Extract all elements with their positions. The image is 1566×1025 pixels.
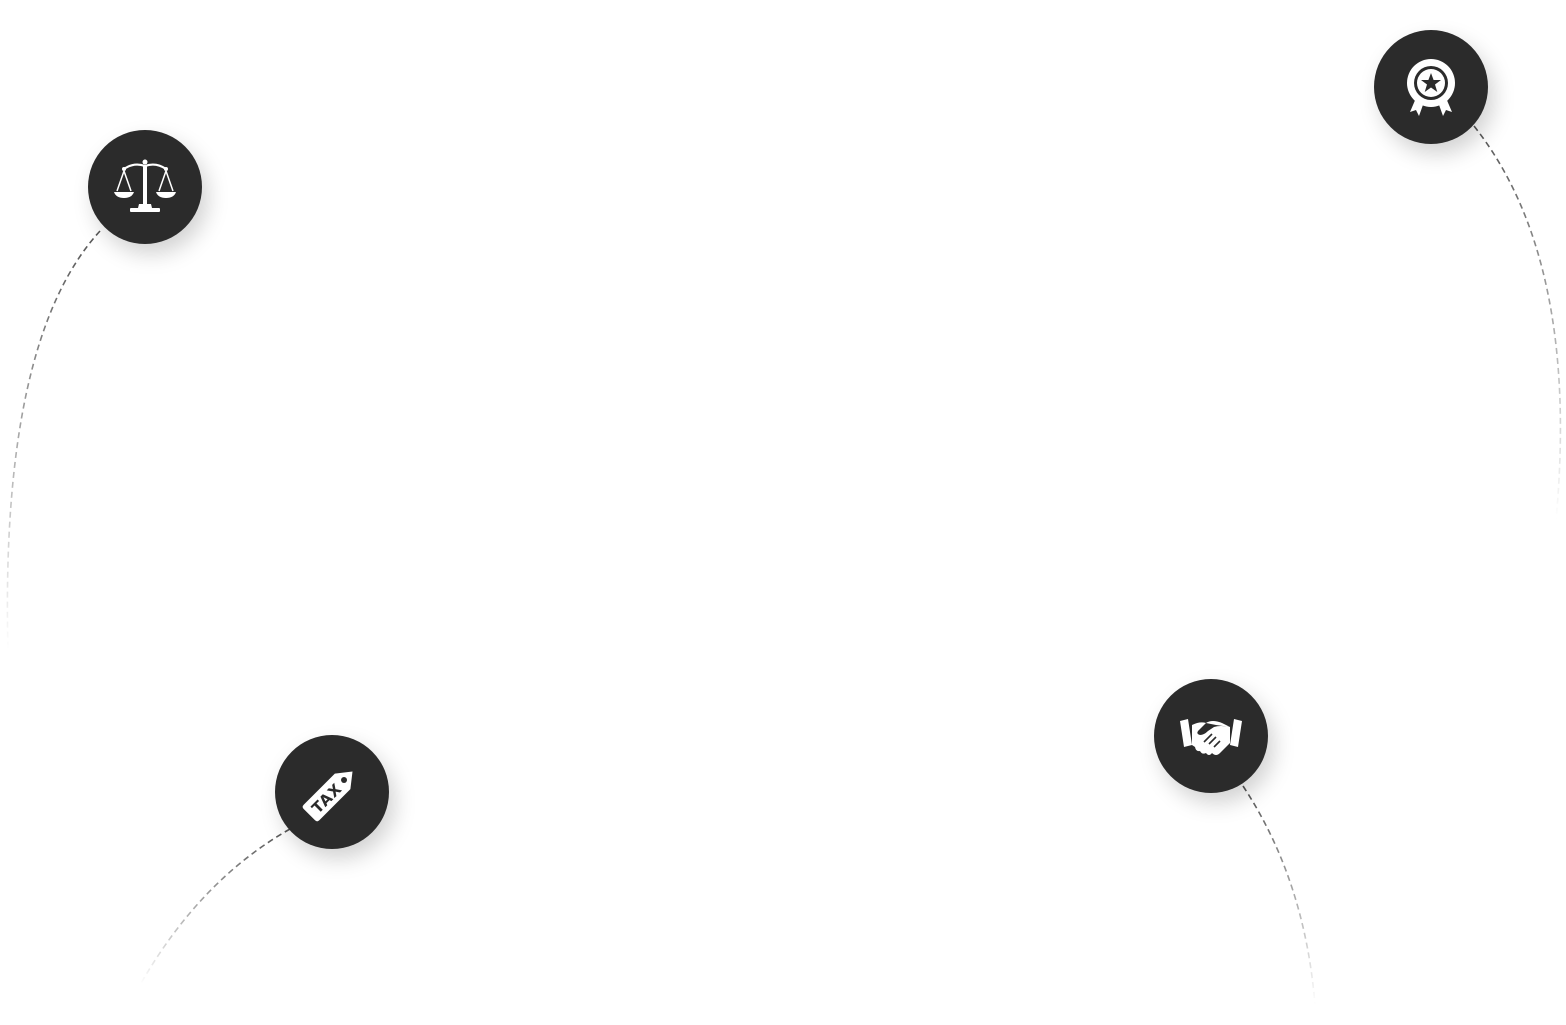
tax-tag-icon: TAX: [302, 771, 353, 822]
handshake-icon: [1180, 719, 1242, 755]
handshake-badge: [1154, 679, 1268, 793]
tax-badge: TAX: [275, 735, 389, 849]
award-ribbon-icon: [1407, 59, 1455, 116]
scales-of-justice-icon: [114, 159, 176, 212]
orbit-line-award: [1473, 125, 1562, 521]
award-badge: [1374, 30, 1488, 144]
orbit-line-handshake: [1242, 785, 1316, 1006]
orbit-line-tax: [139, 828, 291, 986]
orbit-line-scales: [6, 230, 101, 651]
scales-badge: [88, 130, 202, 244]
